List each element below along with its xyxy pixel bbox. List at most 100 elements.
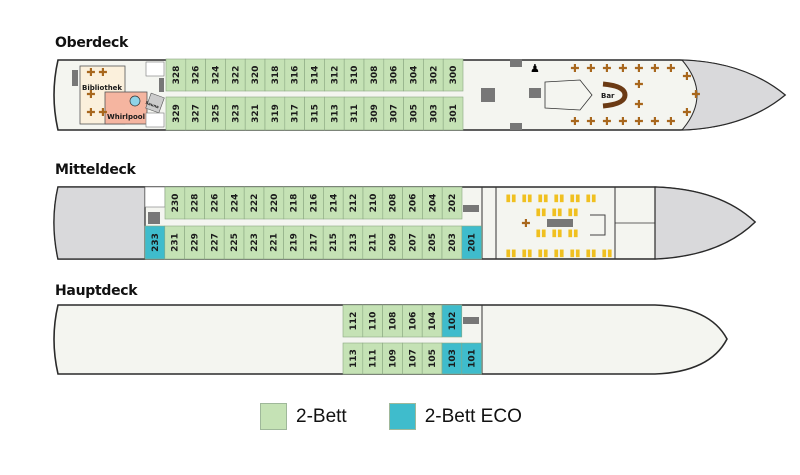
cabin-320[interactable]: 320: [244, 58, 266, 92]
cabin-226[interactable]: 226: [204, 186, 225, 220]
cabin-number: 213: [349, 233, 359, 252]
cabin-105[interactable]: 105: [421, 342, 443, 375]
cabin-223[interactable]: 223: [243, 225, 265, 260]
cabin-box[interactable]: [442, 58, 464, 92]
cabin-307[interactable]: 307: [383, 96, 404, 131]
cabin-222[interactable]: 222: [243, 186, 265, 220]
cabin-215[interactable]: 215: [322, 225, 344, 260]
cabin-310[interactable]: 310: [343, 58, 365, 92]
cabin-number: 205: [428, 233, 438, 252]
cabin-212[interactable]: 212: [342, 186, 364, 220]
cabin-229[interactable]: 229: [184, 225, 205, 260]
cabin-number: 325: [212, 104, 222, 123]
cabin-number: 321: [251, 104, 261, 123]
cabin-224[interactable]: 224: [224, 186, 245, 220]
cabin-309[interactable]: 309: [363, 96, 385, 131]
cabin-box[interactable]: [461, 225, 482, 260]
cabin-111[interactable]: 111: [362, 342, 383, 375]
cabin-318[interactable]: 318: [264, 58, 286, 92]
cabin-308[interactable]: 308: [363, 58, 385, 92]
cabin-box[interactable]: [461, 342, 482, 375]
cabin-326[interactable]: 326: [185, 58, 206, 92]
cabin-108[interactable]: 108: [382, 304, 403, 338]
cabin-number: 226: [211, 194, 221, 213]
cabin-number: 208: [389, 194, 399, 213]
cabin-101[interactable]: 101: [461, 342, 482, 375]
cabin-231[interactable]: 231: [164, 225, 185, 260]
cabin-220[interactable]: 220: [263, 186, 285, 220]
cabin-207[interactable]: 207: [402, 225, 423, 260]
cabin-327[interactable]: 327: [185, 96, 206, 131]
cabin-329[interactable]: 329: [165, 96, 187, 131]
cabin-201[interactable]: 201: [461, 225, 482, 260]
cabin-319[interactable]: 319: [264, 96, 286, 131]
cabin-317[interactable]: 317: [284, 96, 305, 131]
cabin-301[interactable]: 301: [442, 96, 464, 131]
cabin-306[interactable]: 306: [383, 58, 404, 92]
cabin-204[interactable]: 204: [422, 186, 443, 220]
cabin-107[interactable]: 107: [402, 342, 423, 375]
cabin-box[interactable]: [441, 186, 463, 220]
table-icon: ✚: [586, 62, 595, 75]
cabin-219[interactable]: 219: [283, 225, 304, 260]
table-icon: ✚: [586, 115, 595, 128]
cabin-325[interactable]: 325: [205, 96, 226, 131]
cabin-322[interactable]: 322: [225, 58, 246, 92]
dining-chair-icon: ▮▮: [535, 207, 546, 218]
cabin-box[interactable]: [442, 96, 464, 131]
cabin-316[interactable]: 316: [284, 58, 305, 92]
cabin-203[interactable]: 203: [441, 225, 463, 260]
cabin-211[interactable]: 211: [362, 225, 383, 260]
cabin-324[interactable]: 324: [205, 58, 226, 92]
cabin-225[interactable]: 225: [223, 225, 245, 260]
cabin-321[interactable]: 321: [244, 96, 266, 131]
cabin-328[interactable]: 328: [165, 58, 187, 92]
cabin-300[interactable]: 300: [442, 58, 464, 92]
cabin-312[interactable]: 312: [324, 58, 345, 92]
cabin-106[interactable]: 106: [402, 304, 423, 338]
cabin-209[interactable]: 209: [382, 225, 403, 260]
cabin-217[interactable]: 217: [303, 225, 324, 260]
sauna-label: Sauna: [145, 100, 160, 110]
cabin-230[interactable]: 230: [164, 186, 186, 220]
cabin-323[interactable]: 323: [225, 96, 246, 131]
cabin-number: 105: [428, 349, 438, 368]
cabin-221[interactable]: 221: [263, 225, 284, 260]
cabin-313[interactable]: 313: [324, 96, 345, 131]
cabin-314[interactable]: 314: [304, 58, 325, 92]
cabin-228[interactable]: 228: [184, 186, 205, 220]
cabin-208[interactable]: 208: [382, 186, 403, 220]
cabin-box[interactable]: [441, 304, 463, 338]
cabin-311[interactable]: 311: [343, 96, 365, 131]
cabin-210[interactable]: 210: [362, 186, 384, 220]
cabin-302[interactable]: 302: [423, 58, 444, 92]
cabin-303[interactable]: 303: [423, 96, 444, 131]
cabin-110[interactable]: 110: [362, 304, 383, 338]
cabin-104[interactable]: 104: [421, 304, 443, 338]
cabin-214[interactable]: 214: [323, 186, 344, 220]
table-icon: ✚: [682, 106, 691, 119]
cabin-216[interactable]: 216: [303, 186, 324, 220]
dining-chair-icon: ▮▮: [551, 207, 562, 218]
cabin-213[interactable]: 213: [342, 225, 364, 260]
dining-chair-icon: ▮▮: [601, 248, 612, 259]
cabin-number: 328: [172, 66, 182, 85]
cabin-233[interactable]: 233: [144, 225, 166, 260]
cabin-103[interactable]: 103: [441, 342, 463, 375]
cabin-218[interactable]: 218: [283, 186, 304, 220]
cabin-305[interactable]: 305: [403, 96, 424, 131]
cabin-202[interactable]: 202: [441, 186, 463, 220]
table-icon: ✚: [682, 70, 691, 83]
cabin-205[interactable]: 205: [421, 225, 443, 260]
cabin-304[interactable]: 304: [403, 58, 424, 92]
cabin-227[interactable]: 227: [204, 225, 225, 260]
cabin-113[interactable]: 113: [342, 342, 364, 375]
dining-chair-icon: ▮▮: [553, 193, 564, 204]
cabin-206[interactable]: 206: [402, 186, 423, 220]
cabin-315[interactable]: 315: [304, 96, 325, 131]
cabin-number: 218: [290, 194, 300, 213]
utility-room: [145, 112, 165, 128]
cabin-109[interactable]: 109: [382, 342, 403, 375]
cabin-112[interactable]: 112: [342, 304, 364, 338]
cabin-102[interactable]: 102: [441, 304, 463, 338]
